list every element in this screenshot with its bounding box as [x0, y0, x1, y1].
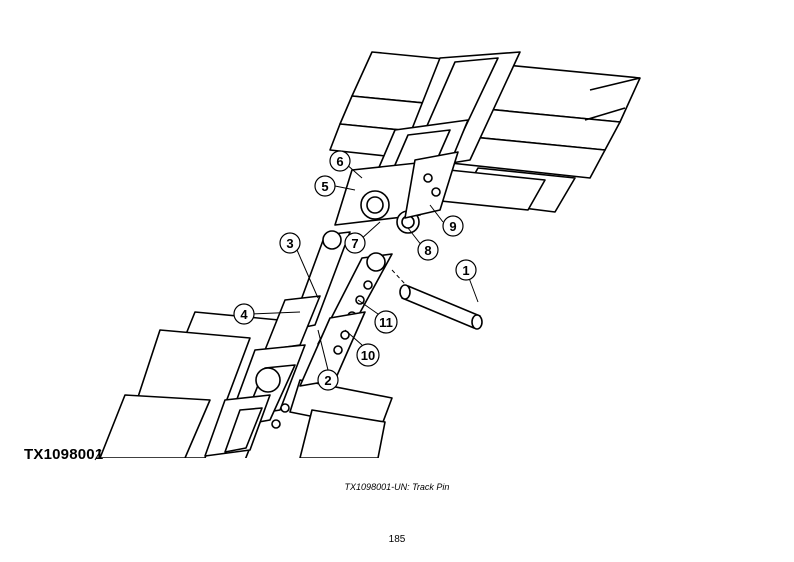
svg-text:8: 8	[424, 243, 431, 258]
callout-9: 9	[442, 215, 464, 237]
callout-11: 11	[374, 310, 398, 334]
callout-2: 2	[317, 369, 339, 391]
svg-text:5: 5	[321, 179, 328, 194]
callout-8: 8	[417, 239, 439, 261]
svg-text:3: 3	[286, 236, 293, 251]
callout-6: 6	[329, 150, 351, 172]
figure-caption: TX1098001-UN: Track Pin	[344, 482, 450, 492]
page-number: 185	[388, 534, 406, 545]
svg-text:9: 9	[449, 219, 456, 234]
callout-3: 3	[279, 232, 301, 254]
svg-text:10: 10	[361, 348, 375, 363]
upper-chain-links	[334, 51, 521, 234]
callout-10: 10	[356, 343, 380, 367]
lower-chain-links	[204, 230, 393, 457]
svg-text:1: 1	[462, 263, 469, 278]
figure-id: TX1098001	[24, 446, 104, 463]
svg-text:6: 6	[336, 154, 343, 169]
svg-text:4: 4	[240, 307, 248, 322]
track-pin	[399, 284, 483, 330]
track-pin-diagram: 1 2 3 4 5 6 7 8 9 10 11	[94, 51, 641, 461]
callout-5: 5	[314, 175, 336, 197]
svg-text:2: 2	[324, 373, 331, 388]
callout-4: 4	[233, 303, 255, 325]
svg-text:7: 7	[351, 236, 358, 251]
callout-1: 1	[455, 259, 477, 281]
svg-text:11: 11	[379, 315, 393, 330]
callout-7: 7	[344, 232, 366, 254]
leader-lines	[94, 162, 479, 461]
